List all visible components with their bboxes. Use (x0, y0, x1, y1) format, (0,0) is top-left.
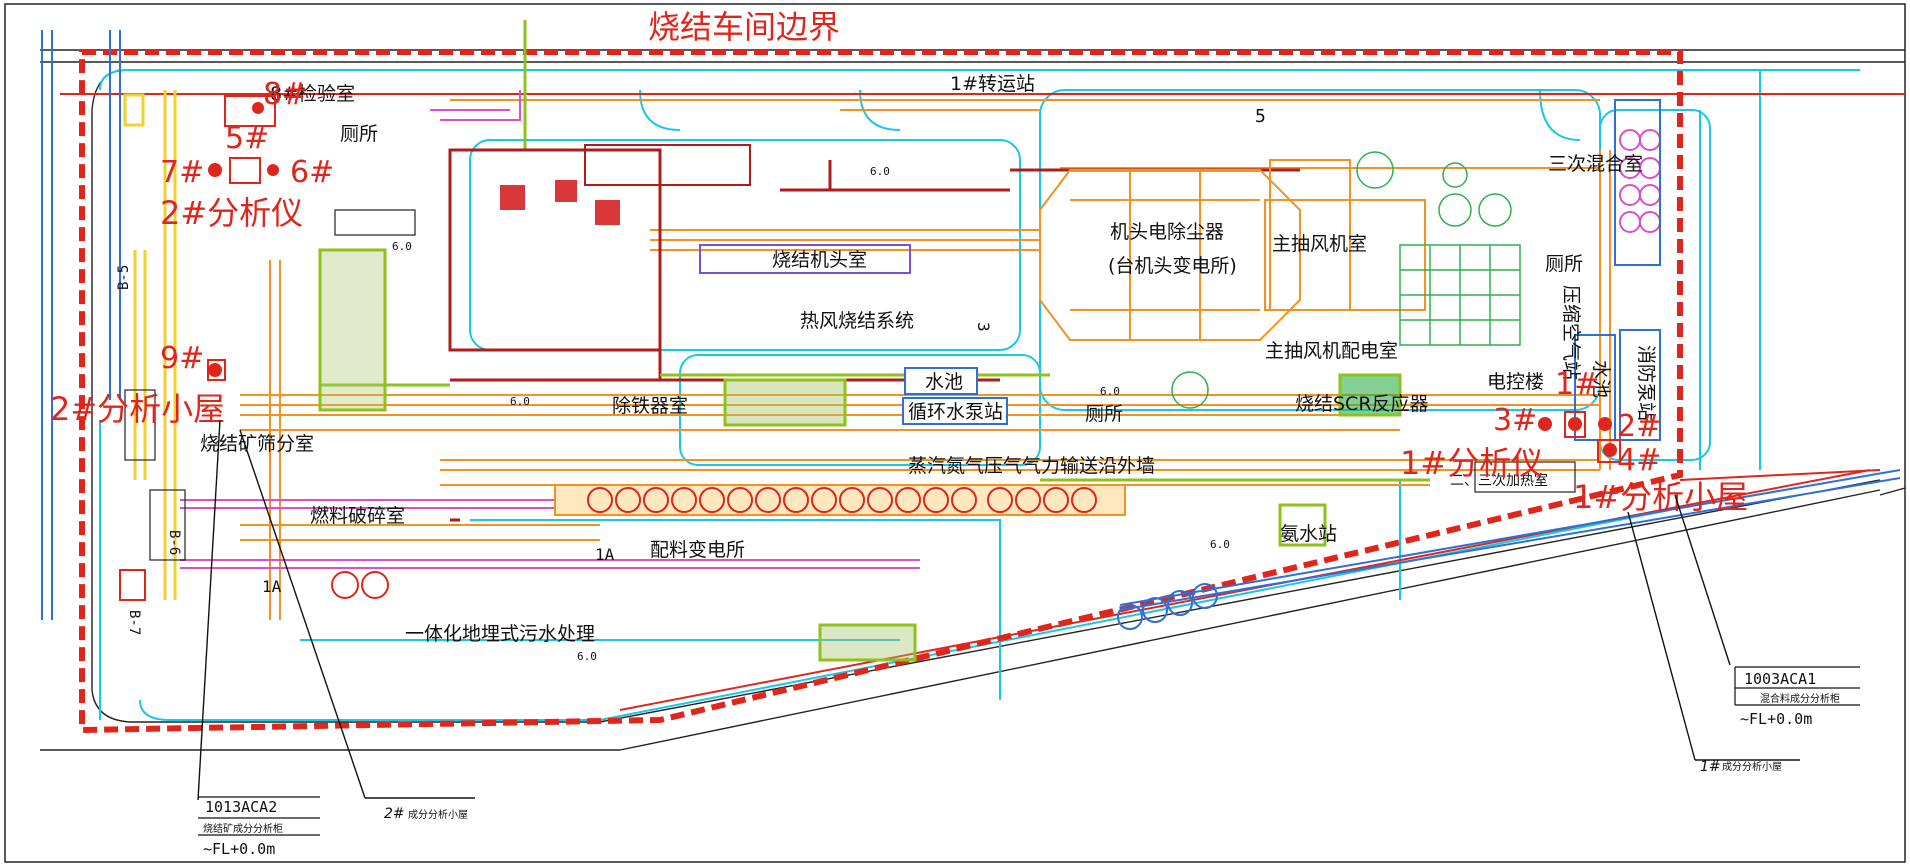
label-compress: 压缩空气站 (1560, 285, 1582, 380)
analysis-house-1: 1#分析小屋 (1573, 478, 1748, 516)
pool-label-box (904, 367, 978, 395)
magenta-pipes (180, 90, 920, 569)
tertiary-tanks (1619, 129, 1661, 233)
marker-boxes (207, 95, 1621, 463)
tag2-code: 1013ACA2 (205, 798, 277, 816)
label-pool-right: 水池 (1590, 360, 1612, 398)
orange-pipes (240, 99, 1611, 620)
belt-b7: B-7 (126, 610, 142, 635)
label-tertiary: 三次混合室 (1548, 153, 1643, 175)
fire-pump-box (1619, 329, 1661, 441)
boundary-inner (619, 469, 1871, 711)
pool-box (1574, 334, 1616, 441)
label-scr: 烧结SCR反应器 (1295, 393, 1429, 415)
label-toilet-mid: 厕所 (1085, 403, 1123, 425)
tag1-code: 1003ACA1 (1744, 670, 1816, 688)
elev-3: 6.0 (510, 395, 530, 408)
label-esp: 机头电除尘器 (1110, 221, 1224, 243)
tank-frame (1614, 99, 1661, 266)
marker-7: 7# (160, 155, 204, 190)
leader2-desc: 成分分析小屋 (408, 808, 468, 821)
scr-grid (1171, 151, 1521, 409)
tag1-desc: 混合料成分分析柜 (1760, 692, 1840, 705)
marker-5: 5# (225, 121, 269, 156)
analysis-house-2: 2#分析小屋 (50, 390, 225, 428)
label-toilet-right: 厕所 (1545, 253, 1583, 275)
left-blowers (119, 569, 389, 601)
leader2-num: 2# (384, 806, 405, 822)
burners (500, 180, 620, 225)
marker-1: 1# (1555, 367, 1599, 402)
fan-room (1264, 199, 1426, 311)
label-sinter-hall: 烧结机头室 (772, 249, 867, 271)
elev-6: 6.0 (577, 650, 597, 663)
analyzer-1: 1#分析仪 (1400, 444, 1543, 482)
elev-4: 6.0 (1100, 385, 1120, 398)
marker-2: 2# (1617, 409, 1661, 444)
label-batching: 配料变电所 (650, 539, 745, 561)
esp-unit (1039, 159, 1351, 341)
belt-1a-left: 1A (262, 577, 282, 596)
belt-5: 5 (1255, 106, 1266, 127)
tag2-level: ~FL+0.0m (203, 840, 275, 858)
label-parts-room: 二、三次加热室 (1450, 472, 1548, 489)
belt-3: 3 (974, 322, 993, 332)
sinter-circles (554, 484, 1126, 516)
elev-2: 6.0 (392, 240, 412, 253)
boundary-ext (1679, 469, 1881, 481)
belt-1a-mid: 1A (595, 545, 615, 564)
label-circ-pump-text: 循环水泵站 (908, 401, 1003, 423)
label-pool-text: 水池 (925, 371, 963, 393)
belt-b6: B-6 (166, 530, 182, 555)
label-sewage: 一体化地埋式污水处理 (405, 623, 595, 645)
tag-1003ACA1: 1003ACA1 混合料成分分析柜 ~FL+0.0m (1734, 666, 1860, 728)
label-ore-analysis: 烧结矿筛分室 (200, 433, 314, 455)
boundary-title: 烧结车间边界 (648, 8, 840, 46)
sample-points (208, 102, 1617, 457)
label-transfer-station: 1#转运站 (950, 73, 1035, 95)
yellow-belts (123, 90, 177, 600)
left-blue-lines (41, 30, 121, 620)
label-steam: 蒸汽氮气压气气力输送沿外墙 (908, 455, 1155, 477)
label-hot-air: 热风烧结系统 (800, 310, 914, 332)
label-fuel: 燃料破碎室 (310, 505, 405, 527)
sinter-bldg (448, 148, 662, 352)
elev-5: 6.0 (1210, 538, 1230, 551)
elev-1: 6.0 (870, 165, 890, 178)
analyzer-2: 2#分析仪 (160, 194, 303, 232)
small-bldgs (124, 209, 1576, 561)
leader-lines (197, 419, 1800, 801)
label-dust-room: 除铁器室 (612, 395, 688, 417)
label-toilet-top: 厕所 (340, 123, 378, 145)
label-control: 电控楼 (1487, 371, 1544, 393)
marker-4: 4# (1617, 443, 1661, 478)
sinter-hall (699, 244, 911, 274)
label-esp-sub: (台机头变电所) (1108, 255, 1237, 277)
marker-9: 9# (160, 341, 204, 376)
label-ammonia: 氨水站 (1280, 523, 1337, 545)
label-fire-pump: 消防泵站 (1635, 345, 1657, 421)
tag1-level: ~FL+0.0m (1740, 710, 1812, 728)
marker-6: 6# (290, 155, 334, 190)
tag2-desc: 烧结矿成分分析柜 (203, 822, 283, 835)
marker-3: 3# (1493, 403, 1537, 438)
label-lab: 8#检验室 (270, 83, 355, 105)
belt-b5: B-5 (116, 265, 132, 290)
label-main-fan-sub: 主抽风机配电室 (1265, 340, 1398, 362)
leader1-num: 1# (1700, 759, 1721, 775)
tag-1013ACA2: 1013ACA2 烧结矿成分分析柜 ~FL+0.0m (198, 796, 320, 858)
marker-8: 8# (263, 77, 307, 112)
ammonia-tanks (1117, 469, 1901, 630)
top-box (584, 144, 751, 186)
circ-pump-box (902, 397, 1008, 425)
label-main-fan-room: 主抽风机室 (1272, 233, 1367, 255)
leader1-desc: 成分分析小屋 (1722, 760, 1782, 773)
frame (4, 3, 1906, 863)
green-belts (318, 20, 1430, 662)
